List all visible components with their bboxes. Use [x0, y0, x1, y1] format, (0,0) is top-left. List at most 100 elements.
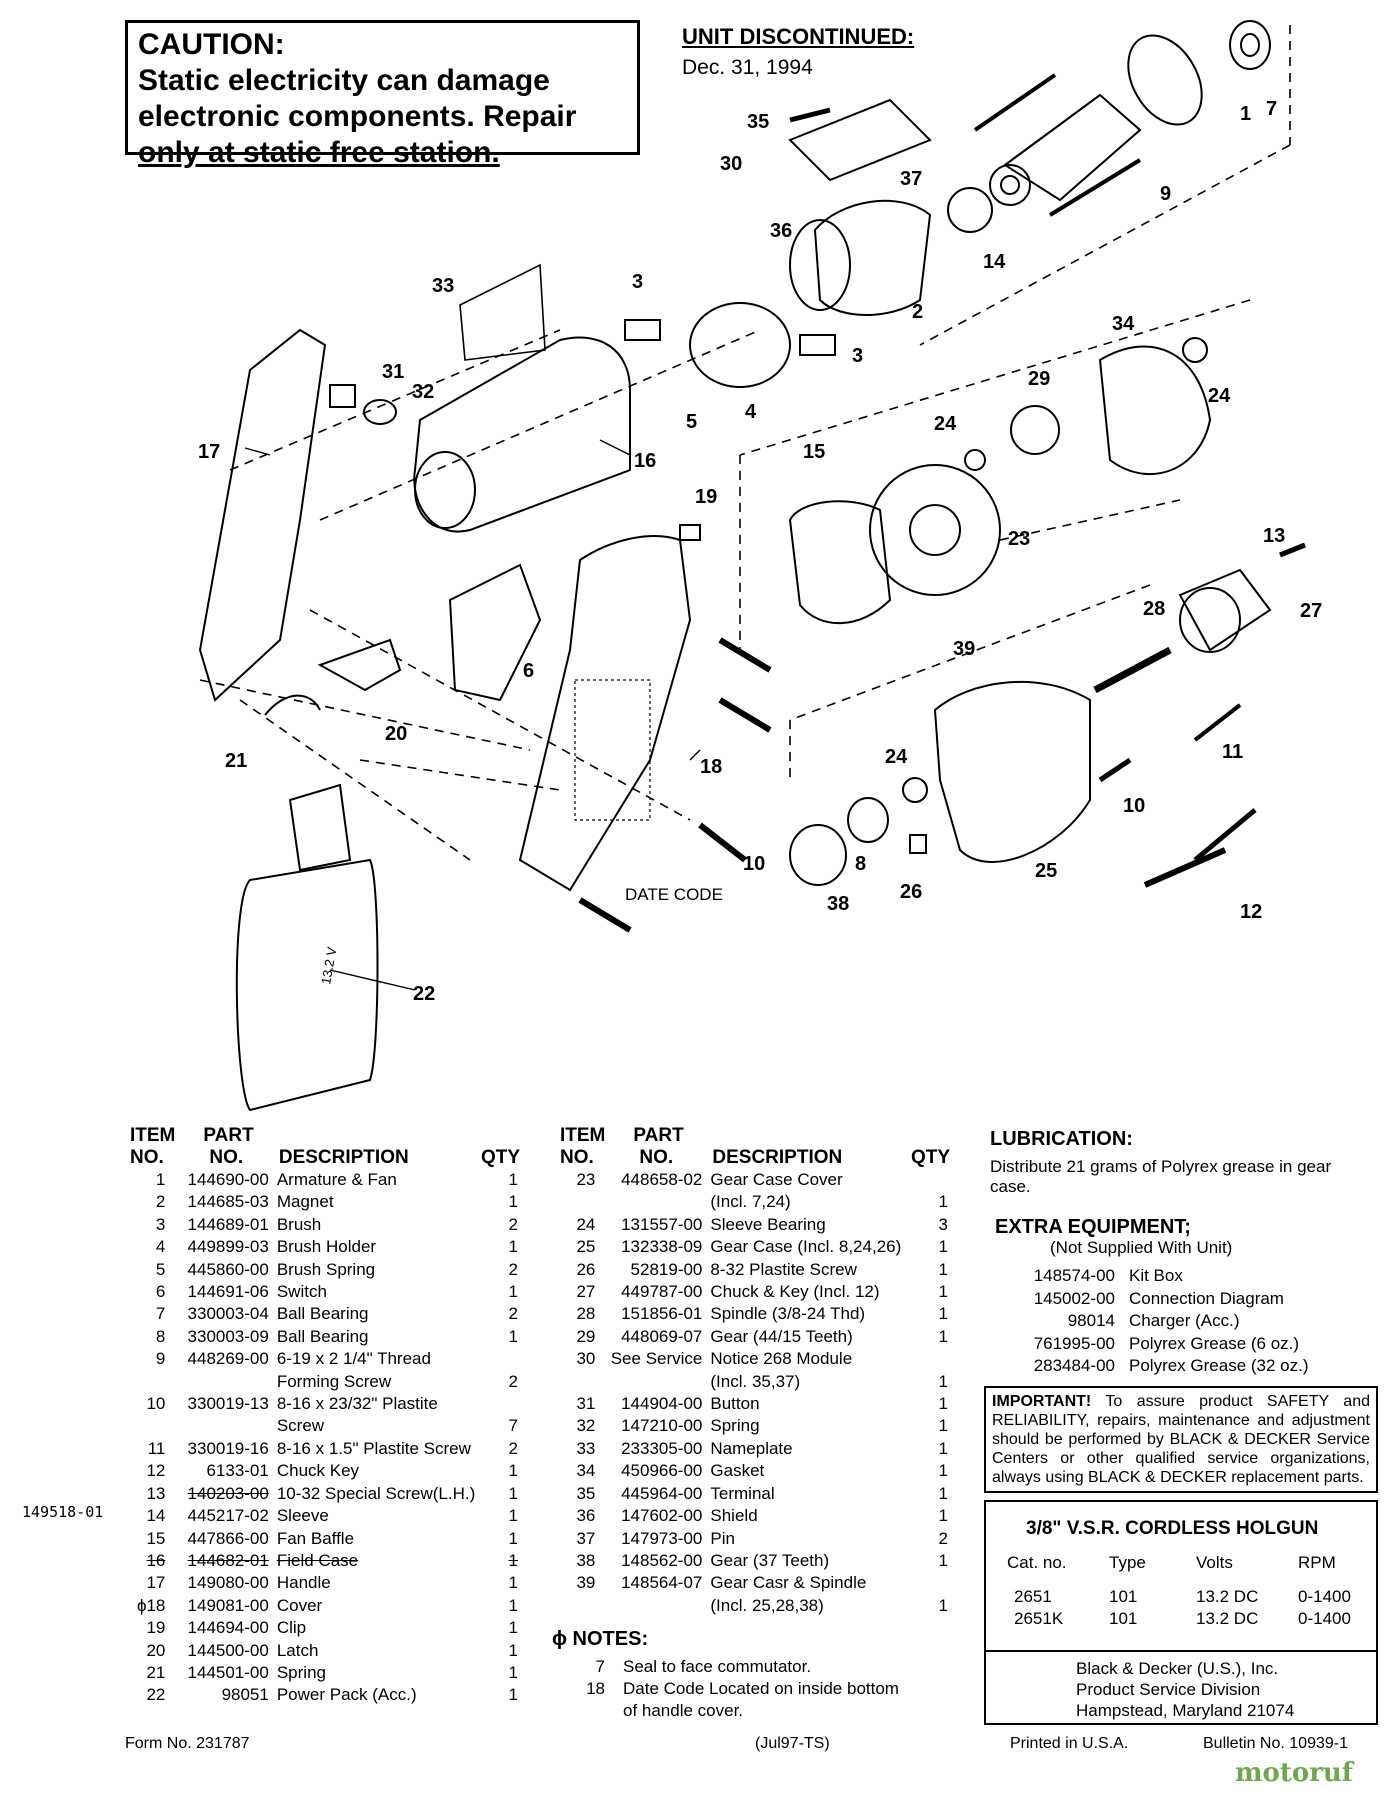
- cell-no: 31: [576, 1394, 596, 1414]
- cell-no: 17: [146, 1573, 166, 1593]
- callout-15: 15: [803, 441, 825, 463]
- cell-desc: Cover: [276, 1595, 323, 1615]
- callout-36: 36: [770, 220, 792, 242]
- cell-qty: 1: [938, 1394, 948, 1414]
- cell-qty: 1: [508, 1685, 518, 1705]
- cell-part: 147973-00: [621, 1528, 703, 1548]
- footer-printed: Printed in U.S.A.: [1010, 1735, 1129, 1752]
- cell-desc: Magnet: [276, 1192, 334, 1212]
- header-qty-r: QTY: [910, 1147, 950, 1168]
- extra-equipment-title: EXTRA EQUIPMENT;: [995, 1216, 1191, 1238]
- cell-desc: Sleeve: [276, 1506, 329, 1526]
- callout-30: 30: [720, 153, 742, 175]
- cell-qty: 1: [938, 1371, 948, 1391]
- cell-desc: Sleeve Bearing: [710, 1214, 826, 1234]
- cell-qty: [477, 1348, 520, 1370]
- cell-qty: 2: [508, 1214, 518, 1234]
- cell-qty: 1: [938, 1282, 948, 1302]
- cell-part: 445964-00: [621, 1483, 703, 1503]
- cell-part: 144904-00: [621, 1394, 703, 1414]
- cell-no: 39: [576, 1573, 596, 1593]
- cell-desc: Pin: [710, 1528, 735, 1548]
- cell-desc: Gear Case (Incl. 8,24,26): [710, 1237, 902, 1257]
- cell-desc: Handle: [276, 1573, 331, 1593]
- brush-holder-drawing: [689, 302, 791, 388]
- note-text: Date Code Located on inside bottom: [623, 1679, 899, 1698]
- cell-desc: Brush Spring: [276, 1259, 376, 1279]
- cell-no: 8: [155, 1326, 166, 1346]
- callout-28: 28: [1143, 598, 1165, 620]
- cell-desc: Clip: [276, 1618, 307, 1638]
- cell-qty: 1: [508, 1237, 518, 1257]
- fan-baffle-drawing: [788, 500, 892, 625]
- cell-no: [560, 1371, 605, 1393]
- callout-5: 5: [686, 411, 697, 433]
- cell-no: 13: [146, 1483, 166, 1503]
- model-cat: 2651K: [1014, 1609, 1064, 1628]
- cell-part: 132338-09: [621, 1237, 703, 1257]
- footer-date: (Jul97-TS): [755, 1735, 830, 1752]
- callout-39: 39: [953, 638, 975, 660]
- callout-10a: 10: [1123, 795, 1145, 817]
- cell-desc: Gear Case Cover: [710, 1170, 843, 1189]
- cell-desc: (Incl. 25,28,38): [710, 1595, 824, 1615]
- cell-desc: Notice 268 Module: [710, 1349, 853, 1369]
- header-no-2-r: NO.: [639, 1147, 674, 1168]
- cell-part: 445860-00: [187, 1259, 269, 1279]
- lubrication-text: Distribute 21 grams of Polyrex grease in…: [990, 1157, 1380, 1197]
- callout-33: 33: [432, 275, 454, 297]
- cell-qty: 1: [938, 1506, 948, 1526]
- cell-no: 21: [146, 1662, 166, 1682]
- cell-desc: Gear (44/15 Teeth): [710, 1326, 853, 1346]
- handwritten-part-number: 149518-01: [22, 1503, 104, 1521]
- cell-no: 15: [146, 1528, 166, 1548]
- notes-title: ϕ NOTES:: [552, 1628, 649, 1650]
- cell-qty: 1: [508, 1192, 518, 1212]
- cell-part: 448069-07: [621, 1326, 703, 1346]
- cell-no: 4: [155, 1237, 166, 1257]
- cell-part: 448269-00: [187, 1349, 269, 1369]
- cell-no: [130, 1371, 175, 1393]
- cell-part: 449787-00: [621, 1282, 703, 1302]
- model-table: Cat. no. Type Volts RPM 2651 101 13.2 DC…: [1006, 1552, 1352, 1630]
- footer-bulletin: Bulletin No. 10939-1: [1203, 1735, 1348, 1752]
- cell-part: 144689-01: [187, 1214, 269, 1234]
- callout-10b: 10: [743, 853, 765, 875]
- caution-line-2: Static electricity can damage: [138, 64, 550, 97]
- address-line-2: Product Service Division: [1076, 1680, 1261, 1699]
- important-lead: IMPORTANT!: [992, 1393, 1092, 1410]
- cell-desc: 8-16 x 1.5" Plastite Screw: [276, 1438, 471, 1458]
- callout-24c: 24: [885, 746, 908, 768]
- cover-drawing: [518, 535, 692, 892]
- callout-12: 12: [1240, 901, 1262, 923]
- callout-17: 17: [198, 441, 220, 463]
- cell-desc: Nameplate: [710, 1438, 793, 1458]
- chuck-drawing: [1178, 568, 1272, 652]
- callout-2: 2: [912, 301, 923, 323]
- callout-26: 26: [900, 881, 922, 903]
- cell-qty: 7: [508, 1416, 518, 1436]
- cell-part: 144682-01: [187, 1550, 269, 1570]
- cell-qty: 1: [508, 1595, 518, 1615]
- extra-description: Polyrex Grease (32 oz.): [1129, 1356, 1309, 1375]
- footer-form-number: Form No. 231787: [125, 1735, 250, 1752]
- cell-part: 144690-00: [187, 1170, 269, 1189]
- callout-27: 27: [1300, 600, 1322, 622]
- cell-qty: 1: [508, 1550, 518, 1570]
- address-line-3: Hampstead, Maryland 21074: [1076, 1701, 1295, 1720]
- armature-fan-drawing: [1003, 20, 1271, 202]
